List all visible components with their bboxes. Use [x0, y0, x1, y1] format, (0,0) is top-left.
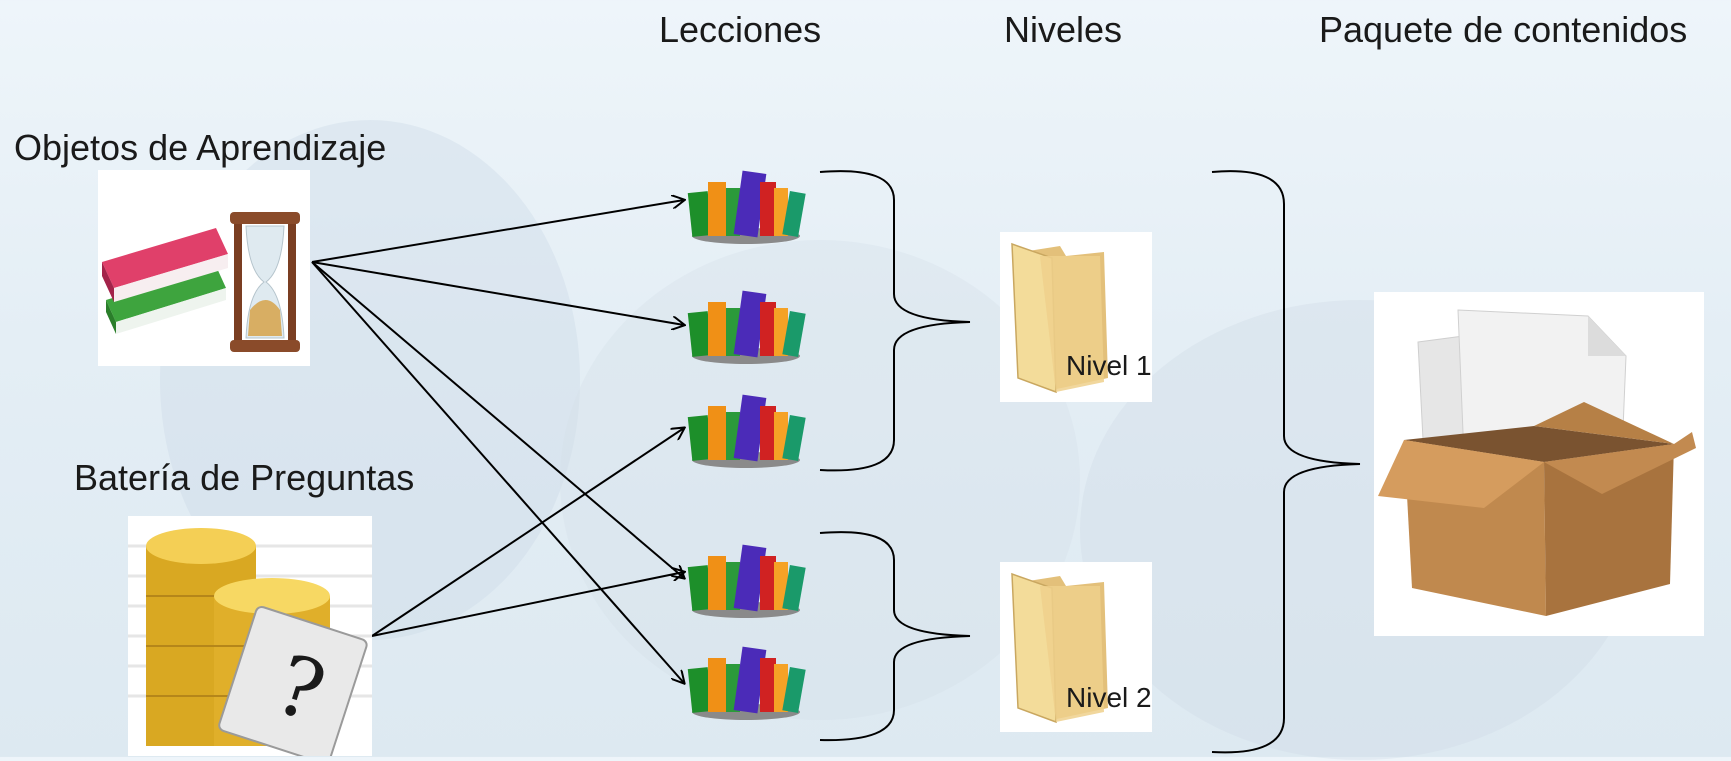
leccion-2 — [686, 288, 806, 366]
label-bateria-preguntas: Batería de Preguntas — [74, 457, 415, 498]
coin-stack-question-icon: ? — [128, 528, 372, 761]
brace-nivel-2 — [819, 531, 971, 742]
leccion-4 — [686, 542, 806, 620]
header-lecciones: Lecciones — [659, 9, 822, 50]
label-nivel-1: Nivel 1 — [1066, 350, 1152, 381]
nivel-2-folder — [1000, 562, 1152, 732]
folder-icon — [1011, 572, 1108, 724]
arrow-bateria-to-leccion-3 — [371, 428, 684, 637]
open-box-icon — [1378, 309, 1696, 616]
arrow-bateria-to-leccion-4 — [371, 572, 684, 637]
nivel-1-folder — [1000, 232, 1152, 402]
brace-nivel-1 — [819, 170, 971, 472]
arrow-objetos-to-leccion-4 — [311, 261, 684, 578]
books-icon — [687, 646, 806, 720]
header-paquete: Paquete de contenidos — [1319, 9, 1688, 50]
leccion-3 — [686, 392, 806, 470]
leccion-5 — [686, 644, 806, 722]
label-objetos-aprendizaje: Objetos de Aprendizaje — [14, 127, 387, 168]
arrow-objetos-to-leccion-5 — [311, 261, 684, 683]
paquete-contenidos-image — [1374, 292, 1704, 636]
objetos-aprendizaje-image — [98, 170, 310, 366]
arrow-objetos-to-leccion-2 — [311, 261, 684, 325]
books-icon — [687, 290, 806, 364]
leccion-1 — [686, 168, 806, 246]
books-hourglass-icon — [102, 212, 300, 352]
label-nivel-2: Nivel 2 — [1066, 682, 1152, 713]
arrow-objetos-to-leccion-1 — [311, 200, 684, 263]
books-icon — [687, 170, 806, 244]
bateria-preguntas-image: ? — [128, 516, 372, 761]
header-niveles: Niveles — [1004, 9, 1123, 50]
brace-paquete — [1211, 170, 1361, 754]
books-icon — [687, 394, 806, 468]
books-icon — [687, 544, 806, 618]
folder-icon — [1011, 242, 1108, 394]
